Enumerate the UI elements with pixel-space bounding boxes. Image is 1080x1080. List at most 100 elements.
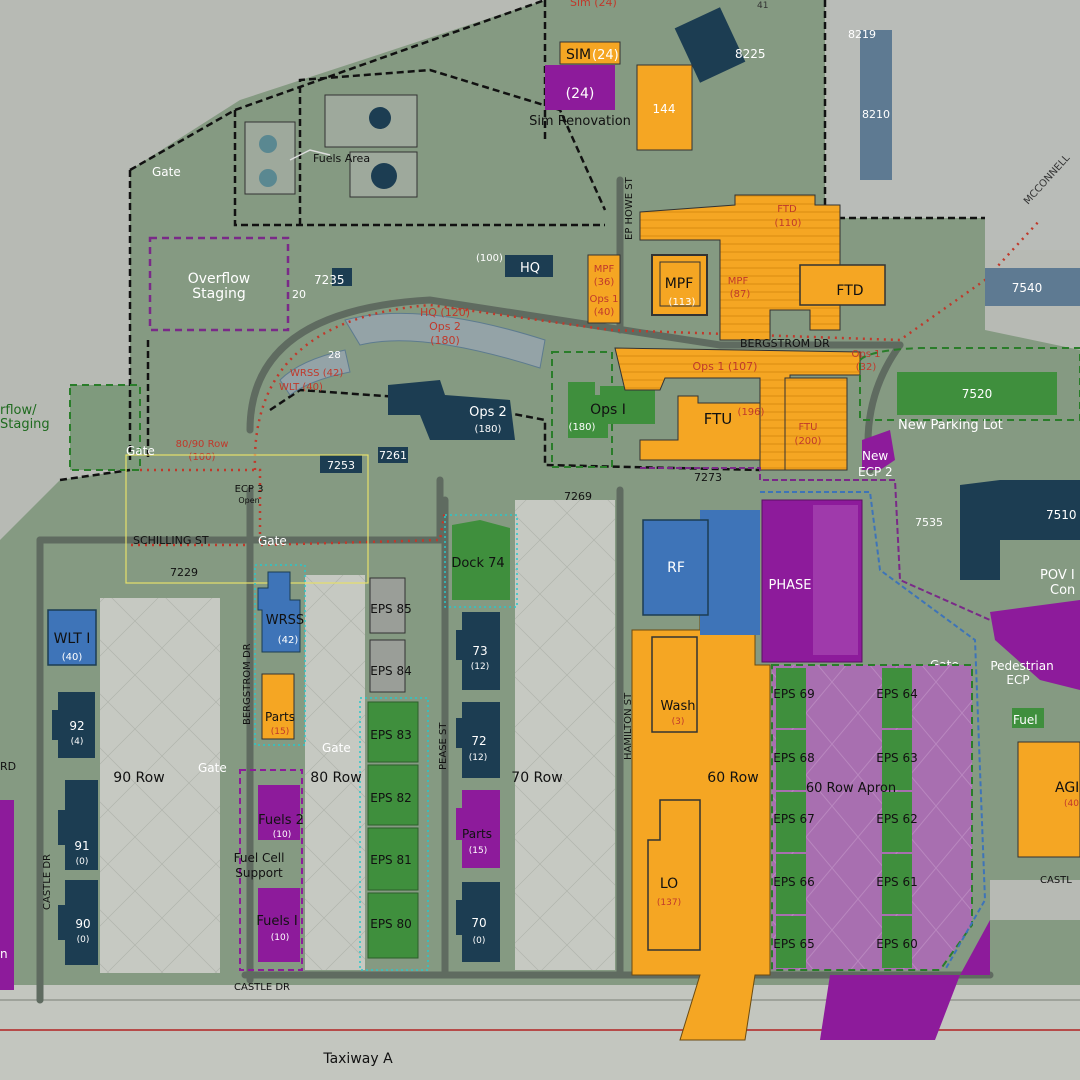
parking-ftu[interactable] bbox=[784, 377, 848, 471]
label-west-staging-1: rflow/ bbox=[0, 403, 37, 418]
building-8210[interactable] bbox=[860, 30, 892, 180]
label-eps-82: EPS 82 bbox=[370, 791, 412, 805]
eps-61-shelter[interactable] bbox=[882, 854, 912, 914]
eps-66-shelter[interactable] bbox=[776, 854, 806, 914]
new-parking-lot[interactable] bbox=[862, 430, 895, 470]
building-7253[interactable] bbox=[320, 455, 362, 473]
ops1-zone[interactable] bbox=[551, 351, 613, 468]
building-fuels2[interactable] bbox=[258, 785, 300, 840]
label-castle-dr-south: CASTLE DR bbox=[234, 982, 290, 993]
building-lo[interactable] bbox=[647, 799, 701, 951]
eps-65-shelter[interactable] bbox=[776, 916, 806, 968]
label-sim-cap: (24) bbox=[592, 48, 619, 63]
building-wlt1[interactable] bbox=[47, 609, 97, 666]
parking-mpf-ftd[interactable] bbox=[639, 194, 841, 341]
building-dock74[interactable] bbox=[452, 520, 510, 600]
label-gate-80row[interactable]: Gate bbox=[322, 741, 351, 755]
eps-80-shelter[interactable] bbox=[367, 892, 419, 959]
eps-63-shelter[interactable] bbox=[882, 730, 912, 790]
building-wash[interactable] bbox=[651, 636, 698, 733]
fuels-area bbox=[244, 94, 418, 198]
building-mpf-small[interactable] bbox=[587, 254, 621, 324]
building-92[interactable] bbox=[52, 692, 95, 758]
building-mpf[interactable] bbox=[651, 254, 708, 316]
west-staging-grass bbox=[70, 385, 140, 470]
building-7235[interactable] bbox=[332, 268, 352, 286]
purple-edge-west bbox=[0, 800, 14, 990]
eps-85-shelter[interactable] bbox=[369, 577, 406, 634]
building-fuels1[interactable] bbox=[258, 888, 300, 962]
label-overflow-staging-2: Staging bbox=[192, 286, 246, 302]
building-sim[interactable] bbox=[559, 41, 621, 65]
building-7510[interactable] bbox=[960, 480, 1080, 580]
label-gate-west[interactable]: Gate bbox=[126, 444, 155, 458]
eps-60-shelter[interactable] bbox=[882, 916, 912, 968]
apron-80-row bbox=[305, 575, 365, 970]
label-wash: Wash bbox=[660, 699, 695, 714]
building-70[interactable] bbox=[456, 882, 500, 962]
label-pov-1: POV I bbox=[1040, 568, 1075, 583]
label-wash-cap: (3) bbox=[672, 717, 685, 727]
label-70-row: 70 Row bbox=[511, 770, 562, 786]
eps-81-shelter[interactable] bbox=[367, 827, 419, 891]
building-144[interactable] bbox=[636, 64, 693, 151]
building-parts-orange[interactable] bbox=[261, 673, 295, 740]
building-ops2[interactable] bbox=[388, 380, 515, 440]
building-ftu[interactable] bbox=[639, 395, 761, 461]
apron-rf bbox=[700, 510, 760, 635]
label-top-41: 41 bbox=[757, 1, 768, 11]
label-gate-schilling[interactable]: Gate bbox=[258, 534, 287, 548]
eps-82-shelter[interactable] bbox=[367, 764, 419, 826]
label-eps-85: EPS 85 bbox=[370, 602, 412, 616]
label-ecp3-open: Open bbox=[238, 496, 259, 505]
wrss-parking-arc[interactable] bbox=[279, 349, 351, 396]
eps-68-shelter[interactable] bbox=[776, 730, 806, 790]
label-8090-lot-2: (100) bbox=[189, 452, 216, 463]
building-91[interactable] bbox=[58, 780, 98, 870]
fuels-zone[interactable] bbox=[239, 769, 303, 971]
label-wrss: WRSS bbox=[266, 613, 304, 628]
building-sim-renovation[interactable] bbox=[545, 65, 615, 110]
hq-ops2-parking-arc[interactable] bbox=[344, 312, 546, 369]
building-wrss[interactable] bbox=[257, 571, 301, 653]
building-ftd[interactable] bbox=[799, 264, 886, 306]
west-overflow-staging-zone[interactable] bbox=[69, 384, 141, 471]
building-fuel[interactable] bbox=[1012, 708, 1044, 728]
building-73[interactable] bbox=[456, 612, 500, 690]
eps-69-shelter[interactable] bbox=[776, 668, 806, 728]
apron-60-row-purple[interactable] bbox=[771, 664, 973, 971]
label-fuels2-cap: (10) bbox=[273, 830, 291, 840]
eps-84-shelter[interactable] bbox=[369, 639, 406, 693]
label-eps-68: EPS 68 bbox=[773, 751, 815, 765]
eps-83-shelter[interactable] bbox=[367, 701, 419, 763]
building-hq[interactable] bbox=[505, 255, 553, 277]
eps-62-shelter[interactable] bbox=[882, 792, 912, 852]
label-hamilton-st: HAMILTON ST bbox=[623, 692, 634, 760]
eps-67-shelter[interactable] bbox=[776, 792, 806, 852]
building-parts-purple[interactable] bbox=[456, 790, 500, 868]
building-72[interactable] bbox=[456, 702, 500, 778]
label-gate-north[interactable]: Gate bbox=[152, 165, 181, 179]
label-70: 70 bbox=[471, 916, 486, 930]
label-gate-90row[interactable]: Gate bbox=[198, 761, 227, 775]
dock74-teal-zone bbox=[444, 514, 518, 608]
label-ftu-lot-cap: (200) bbox=[795, 436, 822, 447]
building-7261[interactable] bbox=[378, 447, 408, 463]
pov-connector[interactable] bbox=[990, 600, 1080, 690]
label-ftu: FTU bbox=[704, 410, 733, 428]
overflow-staging-zone[interactable] bbox=[148, 236, 290, 332]
building-8225[interactable] bbox=[674, 7, 746, 83]
building-7540[interactable] bbox=[985, 268, 1080, 306]
label-90-cap: (0) bbox=[77, 935, 90, 945]
building-7520[interactable] bbox=[897, 372, 1057, 415]
eps-64-shelter[interactable] bbox=[882, 668, 912, 728]
building-rf[interactable] bbox=[642, 519, 709, 616]
ecp3-zone[interactable] bbox=[125, 454, 369, 584]
east-fence-lines bbox=[640, 467, 1041, 971]
ops1-wing bbox=[600, 386, 655, 424]
building-agi[interactable] bbox=[1017, 741, 1080, 858]
label-28: 28 bbox=[328, 350, 341, 361]
building-90[interactable] bbox=[58, 880, 98, 965]
label-ops1-lot: Ops 1 (107) bbox=[693, 360, 758, 373]
green-zone-7520 bbox=[859, 347, 1080, 421]
